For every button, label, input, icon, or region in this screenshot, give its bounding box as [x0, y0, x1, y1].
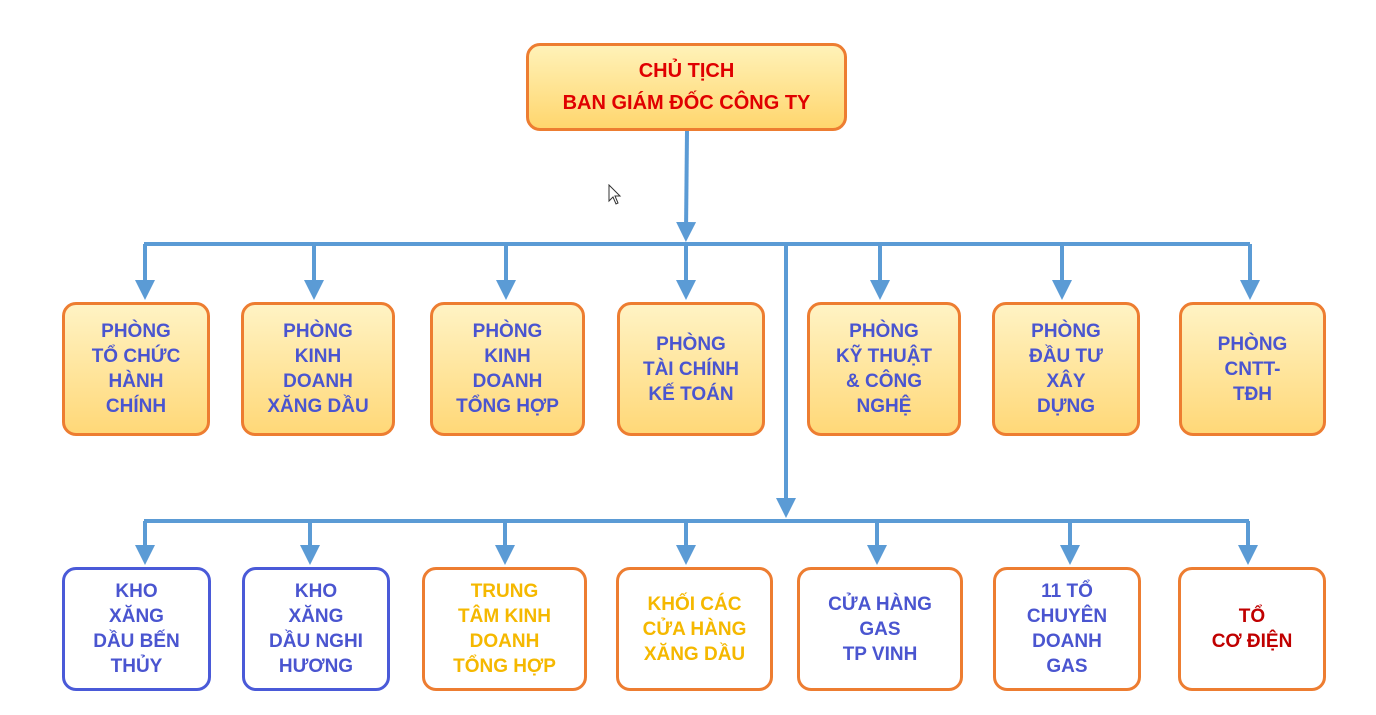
- dept-box-tai-chinh-ke-toan: PHÒNG TÀI CHÍNH KẾ TOÁN: [617, 302, 765, 436]
- unit-box-kho-nghi-huong: KHO XĂNG DẦU NGHI HƯƠNG: [242, 567, 390, 691]
- mouse-cursor-icon: [608, 184, 622, 205]
- dept-box-cntt-tdh: PHÒNG CNTT- TĐH: [1179, 302, 1326, 436]
- trunk-top-connector: [676, 130, 697, 242]
- dept-box-kinh-doanh-tong-hop: PHÒNG KINH DOANH TỔNG HỢP: [430, 302, 585, 436]
- dept-box-kinh-doanh-xang-dau: PHÒNG KINH DOANH XĂNG DẦU: [241, 302, 395, 436]
- unit-box-cua-hang-gas: CỬA HÀNG GAS TP VINH: [797, 567, 963, 691]
- dept-box-to-chuc-hanh-chinh: PHÒNG TỔ CHỨC HÀNH CHÍNH: [62, 302, 210, 436]
- unit-box-khoi-cua-hang: KHỐI CÁC CỬA HÀNG XĂNG DẦU: [616, 567, 773, 691]
- unit-box-to-chuyen-doanh-gas: 11 TỔ CHUYÊN DOANH GAS: [993, 567, 1141, 691]
- dept-box-ky-thuat-cong-nghe: PHÒNG KỸ THUẬT & CÔNG NGHỆ: [807, 302, 961, 436]
- unit-box-to-co-dien: TỔ CƠ ĐIỆN: [1178, 567, 1326, 691]
- chairman-box: CHỦ TỊCH BAN GIÁM ĐỐC CÔNG TY: [526, 43, 847, 131]
- unit-box-kho-ben-thuy: KHO XĂNG DẦU BẾN THỦY: [62, 567, 211, 691]
- unit-box-trung-tam-kinh-doanh: TRUNG TÂM KINH DOANH TỔNG HỢP: [422, 567, 587, 691]
- dept-box-dau-tu-xay-dung: PHÒNG ĐẦU TƯ XÂY DỰNG: [992, 302, 1140, 436]
